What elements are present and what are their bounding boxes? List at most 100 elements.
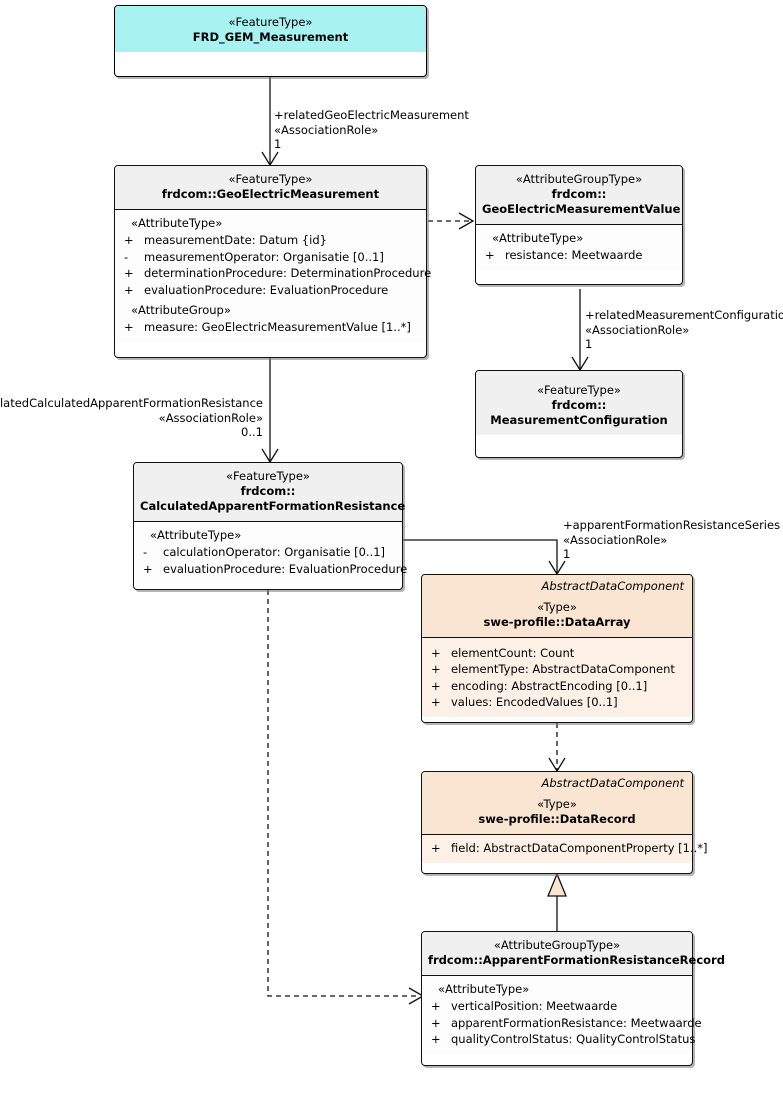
compartment-divider	[476, 224, 682, 225]
class-geo-electric-measurement-value[interactable]: «AttributeGroupType» frdcom:: GeoElectri…	[475, 165, 683, 285]
class-data-array[interactable]: AbstractDataComponent «Type» swe-profile…	[421, 574, 693, 723]
signature: determinationProcedure: DeterminationPro…	[144, 266, 432, 280]
edge-stereotype: «AssociationRole»	[585, 322, 690, 337]
signature: measure: GeoElectricMeasurementValue [1.…	[144, 319, 411, 334]
abstract-supertype-label: AbstractDataComponent	[541, 579, 685, 593]
visibility: +	[431, 1032, 441, 1046]
signature: qualityControlStatus: QualityControlStat…	[451, 1032, 696, 1046]
class-stereotype: «FeatureType»	[228, 15, 313, 29]
class-stereotype: «AttributeGroupType»	[493, 938, 621, 952]
attribute-group-label: «AttributeType»	[492, 231, 584, 245]
class-data-record[interactable]: AbstractDataComponent «Type» swe-profile…	[421, 771, 708, 874]
signature: apparentFormationResistance: Meetwaarde	[451, 1015, 702, 1030]
edge-label-apparent-formation-resistance-series: +apparentFormationResistanceSeries «Asso…	[563, 518, 780, 562]
signature: measurementOperator: Organisatie [0..1]	[144, 249, 384, 264]
attribute-row: + evaluationProcedure: EvaluationProcedu…	[119, 282, 422, 299]
attribute-group-label: «AttributeGroup»	[131, 302, 231, 317]
attribute-group-label: «AttributeType»	[438, 982, 530, 996]
class-calculated-apparent-formation-resistance[interactable]: «FeatureType» frdcom:: CalculatedApparen…	[133, 462, 407, 590]
attribute-row: + evaluationProcedure: EvaluationProcedu…	[138, 561, 407, 578]
edge-role: +apparentFormationResistanceSeries	[563, 518, 781, 532]
compartment-divider	[115, 209, 426, 210]
edge-record-generalization-to-datarecord	[547, 872, 567, 931]
class-apparent-formation-resistance-record[interactable]: «AttributeGroupType» frdcom::ApparentFor…	[421, 931, 725, 1066]
attribute-row: + resistance: Meetwaarde	[480, 248, 678, 265]
abstract-supertype-label: AbstractDataComponent	[541, 776, 685, 790]
class-geo-electric-measurement[interactable]: «FeatureType» frdcom::GeoElectricMeasure…	[114, 165, 431, 358]
edge-geoelectric-to-calculated	[261, 357, 279, 464]
visibility: +	[431, 999, 441, 1013]
attribute-row: + encoding: AbstractEncoding [0..1]	[426, 678, 688, 695]
class-name-line2: MeasurementConfiguration	[490, 413, 668, 427]
visibility: +	[431, 678, 441, 693]
class-header: «FeatureType» frdcom:: MeasurementConfig…	[476, 371, 682, 435]
edge-multiplicity: 1	[585, 337, 593, 351]
compartment-divider	[422, 975, 692, 976]
attribute-row: + measurementDate: Datum {id}	[119, 233, 422, 250]
class-name-line1: frdcom::	[551, 398, 607, 412]
attribute-row: + verticalPosition: Meetwaarde	[426, 999, 688, 1016]
class-header: «AttributeGroupType» frdcom:: GeoElectri…	[476, 166, 682, 224]
visibility: +	[124, 233, 134, 247]
class-header: AbstractDataComponent «Type» swe-profile…	[422, 772, 692, 834]
edge-role: +relatedCalculatedApparentFormationResis…	[0, 396, 263, 410]
edge-role: +relatedMeasurementConfiguration	[585, 308, 783, 322]
signature: elementType: AbstractDataComponent	[451, 662, 675, 676]
compartment-divider	[134, 521, 402, 522]
visibility: +	[485, 248, 495, 262]
edge-label-related-measurement-configuration: +relatedMeasurementConfiguration «Associ…	[585, 308, 783, 352]
edge-calculated-to-record	[267, 590, 425, 1005]
visibility: +	[124, 319, 134, 334]
class-attributes: «AttributeType» - calculationOperator: O…	[134, 522, 407, 584]
attribute-row: + determinationProcedure: DeterminationP…	[119, 266, 431, 283]
class-attributes: + elementCount: Count + elementType: Abs…	[422, 638, 692, 717]
attribute-row: + measure: GeoElectricMeasurementValue […	[119, 319, 422, 336]
signature: values: EncodedValues [0..1]	[451, 695, 618, 709]
edge-stereotype: «AssociationRole»	[563, 532, 668, 547]
class-frd-gem-measurement[interactable]: «FeatureType» FRD_GEM_Measurement	[114, 5, 427, 77]
class-name-line2: CalculatedApparentFormationResistance	[140, 499, 406, 513]
class-name: frdcom::GeoElectricMeasurement	[161, 187, 380, 201]
class-attributes: «AttributeType» + measurementDate: Datum…	[115, 210, 431, 342]
class-name: swe-profile::DataRecord	[478, 812, 636, 826]
edge-role: +relatedGeoElectricMeasurement	[274, 108, 469, 122]
attribute-row: - measurementOperator: Organisatie [0..1…	[119, 249, 422, 266]
edge-multiplicity: 1	[563, 547, 571, 561]
edge-stereotype: «AssociationRole»	[158, 410, 263, 425]
class-stereotype: «FeatureType»	[537, 383, 621, 397]
class-header: «AttributeGroupType» frdcom::ApparentFor…	[422, 932, 725, 975]
attribute-row: + field: AbstractDataComponentProperty […	[426, 840, 708, 857]
class-measurement-configuration[interactable]: «FeatureType» frdcom:: MeasurementConfig…	[475, 370, 683, 458]
class-header: «FeatureType» frdcom::GeoElectricMeasure…	[115, 166, 426, 209]
class-attributes: «AttributeType» + resistance: Meetwaarde	[476, 225, 682, 270]
signature: resistance: Meetwaarde	[505, 248, 643, 262]
attribute-row: + apparentFormationResistance: Meetwaard…	[426, 1015, 702, 1032]
edge-calculated-to-dataarray	[403, 539, 566, 576]
visibility: +	[124, 282, 134, 297]
signature: encoding: AbstractEncoding [0..1]	[451, 678, 648, 693]
class-name-line1: frdcom::	[240, 484, 296, 498]
visibility: +	[143, 561, 153, 576]
visibility: +	[431, 645, 441, 660]
class-header: «FeatureType» frdcom:: CalculatedApparen…	[134, 463, 406, 521]
signature: verticalPosition: Meetwaarde	[451, 999, 618, 1013]
signature: calculationOperator: Organisatie [0..1]	[163, 545, 386, 559]
attribute-group-label: «AttributeType»	[131, 216, 223, 230]
class-name-line2: GeoElectricMeasurementValue	[482, 202, 681, 216]
attribute-group-label: «AttributeType»	[150, 528, 242, 542]
class-attributes: + field: AbstractDataComponentProperty […	[422, 835, 708, 863]
edge-multiplicity: 1	[274, 137, 282, 151]
edge-geoelectric-to-value	[428, 212, 475, 230]
edge-label-related-geo-electric-measurement: +relatedGeoElectricMeasurement «Associat…	[274, 108, 469, 152]
visibility: +	[431, 1015, 441, 1030]
visibility: -	[143, 545, 148, 559]
edge-label-related-calculated-apparent-formation-resistance: +relatedCalculatedApparentFormationResis…	[0, 396, 263, 440]
class-name: frdcom::ApparentFormationResistanceRecor…	[428, 953, 725, 967]
visibility: -	[124, 249, 129, 264]
class-stereotype: «Type»	[537, 600, 577, 614]
class-header: «FeatureType» FRD_GEM_Measurement	[115, 6, 426, 52]
class-stereotype: «Type»	[537, 797, 577, 811]
class-name: swe-profile::DataArray	[483, 615, 631, 629]
attribute-row: - calculationOperator: Organisatie [0..1…	[138, 545, 398, 562]
